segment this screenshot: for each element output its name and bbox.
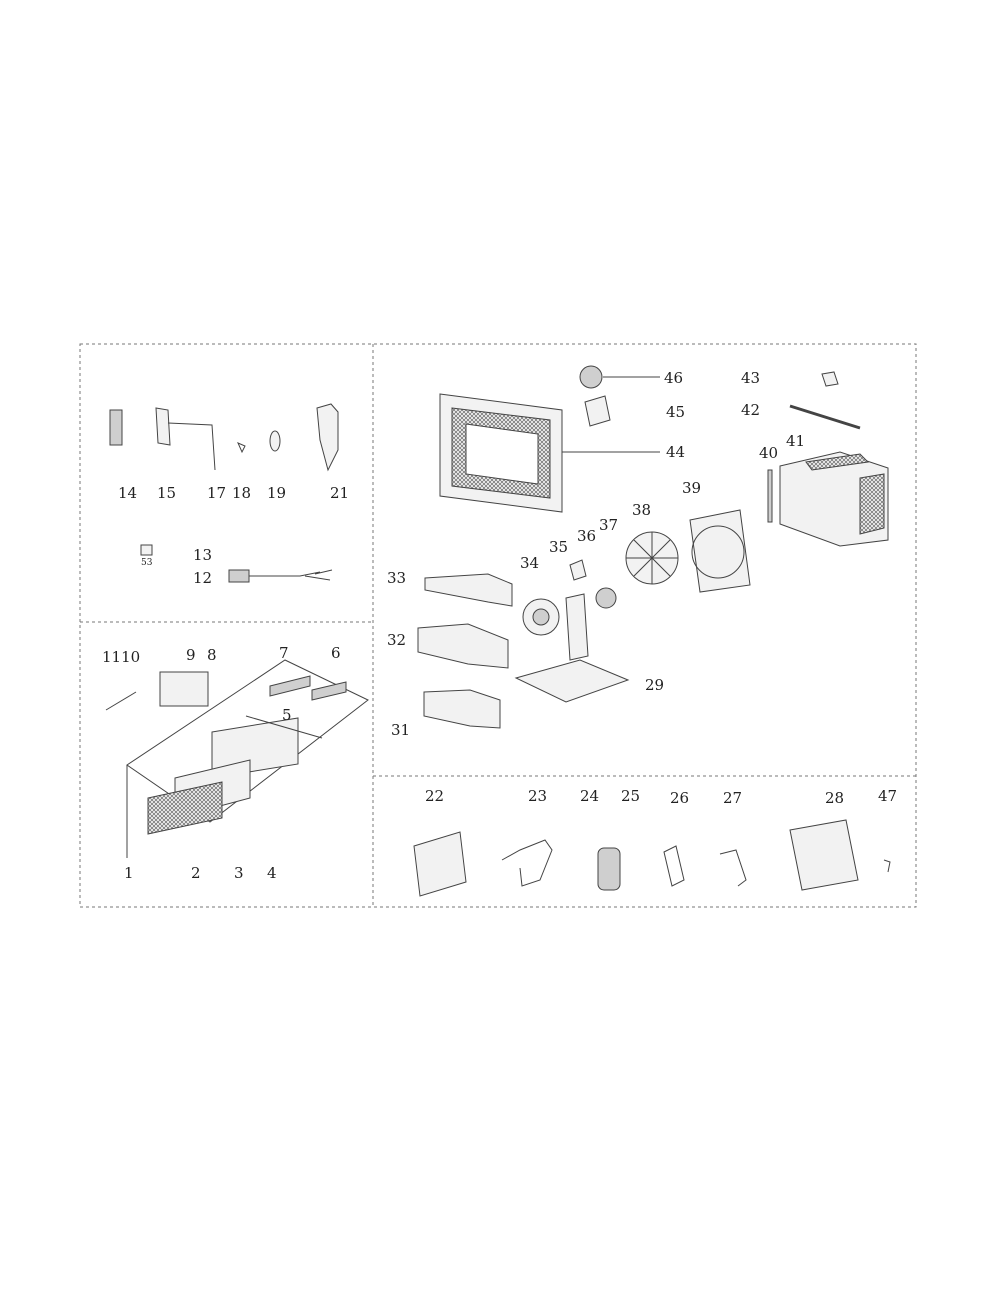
callout-5: 5 bbox=[282, 706, 292, 724]
callout-26: 26 bbox=[670, 789, 690, 807]
callout-27: 27 bbox=[723, 789, 743, 807]
part-15 bbox=[155, 407, 171, 446]
part-17 bbox=[167, 422, 216, 471]
part-31 bbox=[423, 689, 501, 729]
part-22-coil bbox=[413, 831, 467, 897]
callout-22: 22 bbox=[425, 787, 445, 805]
callout-35: 35 bbox=[549, 538, 569, 556]
callout-8: 8 bbox=[207, 646, 217, 664]
part-18 bbox=[237, 442, 246, 454]
part-43 bbox=[821, 371, 839, 387]
callout-17: 17 bbox=[207, 484, 227, 502]
part-36 bbox=[569, 559, 587, 581]
part-24-compressor bbox=[597, 847, 621, 891]
callout-37: 37 bbox=[599, 516, 619, 534]
callout-19: 19 bbox=[267, 484, 287, 502]
callout-32: 32 bbox=[387, 631, 407, 649]
part-47 bbox=[883, 859, 891, 873]
callout-12: 12 bbox=[193, 569, 213, 587]
callout-38: 38 bbox=[632, 501, 652, 519]
part-12-plug bbox=[228, 569, 250, 583]
callout-34: 34 bbox=[520, 554, 540, 572]
part-26-tube bbox=[663, 845, 685, 887]
part-8-9-label bbox=[159, 671, 209, 707]
part-29-base-pan bbox=[514, 659, 630, 703]
part-5-rod bbox=[245, 715, 323, 739]
callout-1: 1 bbox=[124, 864, 134, 882]
callout-42: 42 bbox=[741, 401, 761, 419]
callout-13: 13 bbox=[193, 546, 213, 564]
part-12-cord bbox=[249, 569, 333, 581]
part-23-tube bbox=[501, 839, 553, 887]
callout-44: 44 bbox=[666, 443, 686, 461]
part-38-blades bbox=[626, 532, 678, 584]
part-42 bbox=[789, 404, 861, 430]
part-21 bbox=[316, 403, 339, 472]
callout-43: 43 bbox=[741, 369, 761, 387]
callout-41: 41 bbox=[786, 432, 806, 450]
part-28-condenser bbox=[789, 819, 859, 891]
part-44-opening bbox=[465, 423, 539, 485]
part-27-tube bbox=[719, 849, 747, 887]
part-13 bbox=[140, 544, 153, 556]
outer-frame bbox=[79, 343, 917, 908]
part-40 bbox=[767, 469, 773, 523]
callout-21: 21 bbox=[330, 484, 350, 502]
callout-7: 7 bbox=[279, 644, 289, 662]
part-19 bbox=[269, 430, 281, 452]
callout-45: 45 bbox=[666, 403, 686, 421]
callout-9: 9 bbox=[186, 646, 196, 664]
callout-4: 4 bbox=[267, 864, 277, 882]
callout-33: 33 bbox=[387, 569, 407, 587]
part-13-mark: 53 bbox=[141, 558, 153, 568]
callout-18: 18 bbox=[232, 484, 252, 502]
part-39-ring bbox=[691, 525, 745, 579]
callout-2: 2 bbox=[191, 864, 201, 882]
callout-23: 23 bbox=[528, 787, 548, 805]
callout-36: 36 bbox=[577, 527, 597, 545]
part-32 bbox=[417, 623, 509, 669]
part-6 bbox=[311, 681, 347, 701]
callout-1110: 1110 bbox=[102, 648, 141, 666]
part-45 bbox=[584, 395, 611, 427]
callout-46: 46 bbox=[664, 369, 684, 387]
part-41-side-vent bbox=[859, 473, 885, 535]
part-37-motor bbox=[595, 587, 617, 609]
part-14 bbox=[109, 409, 123, 446]
part-34-hub bbox=[532, 608, 550, 626]
callout-31: 31 bbox=[391, 721, 411, 739]
part-41-top-vent bbox=[805, 453, 870, 471]
callout-3: 3 bbox=[234, 864, 244, 882]
callout-14: 14 bbox=[118, 484, 138, 502]
callout-39: 39 bbox=[682, 479, 702, 497]
callout-24: 24 bbox=[580, 787, 600, 805]
callout-40: 40 bbox=[759, 444, 779, 462]
callout-28: 28 bbox=[825, 789, 845, 807]
part-35 bbox=[565, 593, 589, 661]
callout-6: 6 bbox=[331, 644, 341, 662]
part-39-shroud bbox=[689, 509, 751, 593]
part-7 bbox=[269, 675, 311, 697]
part-46 bbox=[579, 365, 603, 389]
callout-25: 25 bbox=[621, 787, 641, 805]
callout-29: 29 bbox=[645, 676, 665, 694]
callout-47: 47 bbox=[878, 787, 898, 805]
part-1110-screw bbox=[105, 691, 137, 711]
callout-15: 15 bbox=[157, 484, 177, 502]
part-2-mesh bbox=[147, 781, 223, 835]
part-33 bbox=[424, 573, 513, 607]
